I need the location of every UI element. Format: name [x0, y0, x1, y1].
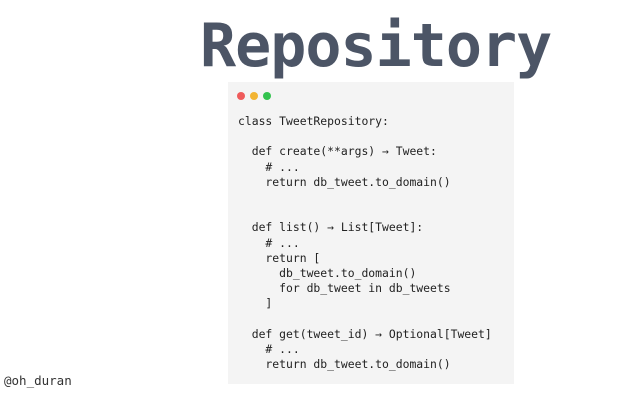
author-handle: @oh_duran	[4, 373, 72, 388]
code-line: ]	[238, 296, 273, 311]
code-line	[238, 190, 492, 205]
code-line	[238, 311, 492, 326]
code-line: # ...	[238, 159, 300, 174]
slide-title: Repository	[200, 11, 552, 81]
minimize-dot-icon	[250, 92, 258, 100]
code-window: class TweetRepository: def create(**args…	[228, 82, 514, 384]
maximize-dot-icon	[263, 92, 271, 100]
code-line: for db_tweet in db_tweets	[238, 281, 451, 296]
code-line: # ...	[238, 235, 300, 250]
code-line: # ...	[238, 341, 300, 356]
code-line: def create(**args) → Tweet:	[238, 144, 437, 159]
code-line: class TweetRepository:	[238, 114, 389, 128]
code-line: def list() → List[Tweet]:	[238, 220, 424, 235]
code-line	[238, 129, 492, 144]
code-block: class TweetRepository: def create(**args…	[238, 114, 492, 372]
code-line: def get(tweet_id) → Optional[Tweet]	[238, 326, 492, 341]
code-line	[238, 205, 492, 220]
code-line: db_tweet.to_domain()	[238, 265, 417, 280]
code-line: return db_tweet.to_domain()	[238, 357, 451, 371]
close-dot-icon	[237, 92, 245, 100]
code-line: return db_tweet.to_domain()	[238, 174, 451, 189]
code-line: return [	[238, 250, 321, 265]
